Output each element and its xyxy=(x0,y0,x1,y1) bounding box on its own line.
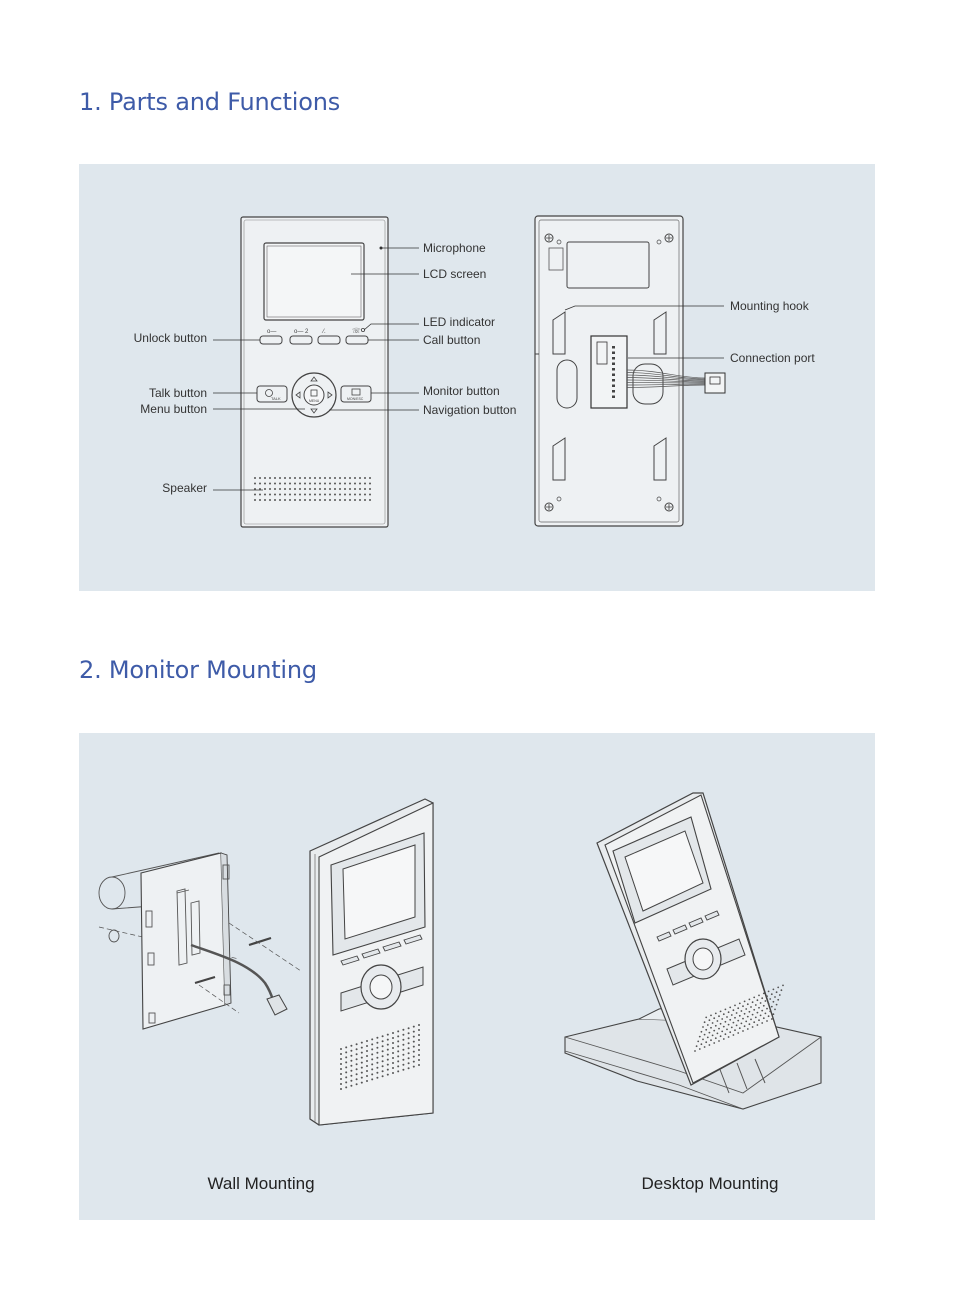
talk-button[interactable]: TALK xyxy=(256,385,288,403)
screw-icon xyxy=(664,502,674,512)
label-call-button: Call button xyxy=(423,333,480,347)
nav-down-icon xyxy=(310,408,318,414)
screw-icon xyxy=(544,233,554,243)
svg-text:☏: ☏ xyxy=(352,327,361,335)
speaker-grille xyxy=(694,984,784,1052)
connection-cable xyxy=(626,369,706,388)
microphone-hole xyxy=(379,246,383,250)
label-monitor-button: Monitor button xyxy=(423,384,500,398)
speaker-grille xyxy=(254,477,371,501)
label-unlock-button: Unlock button xyxy=(134,331,207,345)
connection-port xyxy=(590,335,628,409)
svg-text:MENU: MENU xyxy=(309,399,320,403)
label-microphone: Microphone xyxy=(423,241,486,255)
svg-text:MON/ESC: MON/ESC xyxy=(347,397,364,401)
monitor-buttons xyxy=(656,910,720,942)
section-title-parts-and-functions: 1. Parts and Functions xyxy=(79,88,341,116)
monitor-front-view: o— o— 2 ⁄. ☏ TALK xyxy=(240,216,389,528)
caption-wall-mounting: Wall Mounting xyxy=(207,1174,314,1193)
rj45-plug xyxy=(704,372,726,394)
parts-and-functions-diagram: o— o— 2 ⁄. ☏ TALK xyxy=(79,164,875,591)
label-lcd-screen: LCD screen xyxy=(423,267,486,281)
menu-button[interactable]: MENU xyxy=(303,384,325,406)
label-menu-button: Menu button xyxy=(140,402,207,416)
svg-text:o— 2: o— 2 xyxy=(294,329,309,335)
wall-mounting-illustration xyxy=(98,798,434,1126)
callout-lines xyxy=(213,247,724,491)
desktop-mounting-illustration xyxy=(564,792,822,1110)
label-talk-button: Talk button xyxy=(149,386,207,400)
svg-text:⁄.: ⁄. xyxy=(321,329,326,335)
monitor-back-view xyxy=(534,215,726,527)
nav-left-icon xyxy=(295,391,301,399)
screw-icon xyxy=(544,502,554,512)
mounting-plate xyxy=(140,852,232,1030)
monitor-mounting-illustration: Wall Mounting Desktop Mounting xyxy=(79,733,875,1220)
screw-icon xyxy=(194,936,272,985)
monitor-button[interactable]: MON/ESC xyxy=(340,385,372,403)
nav-right-icon xyxy=(327,391,333,399)
section-title-monitor-mounting: 2. Monitor Mounting xyxy=(79,656,317,684)
label-mounting-hook: Mounting hook xyxy=(730,299,810,313)
mounting-hook xyxy=(552,437,566,481)
lcd-screen xyxy=(263,242,365,321)
monitor-buttons xyxy=(340,934,423,966)
navigation-button[interactable]: MENU xyxy=(291,372,337,418)
mounting-hook xyxy=(653,437,667,481)
wall-anchor xyxy=(98,876,126,910)
mounting-illustration-svg: Wall Mounting Desktop Mounting xyxy=(98,792,822,1193)
mounting-hook xyxy=(653,311,667,355)
unlock-button-2[interactable]: o— 2 xyxy=(289,329,313,345)
screw-icon xyxy=(664,233,674,243)
label-navigation-button: Navigation button xyxy=(423,403,516,417)
svg-text:o—: o— xyxy=(267,329,276,335)
monitor-desktop-mounted xyxy=(596,792,784,1086)
caption-desktop-mounting: Desktop Mounting xyxy=(641,1174,778,1193)
monitor-wall-mounted xyxy=(309,798,434,1126)
label-connection-port: Connection port xyxy=(730,351,815,365)
nav-up-icon xyxy=(310,376,318,382)
label-led-indicator: LED indicator xyxy=(423,315,495,329)
parts-diagram-svg: o— o— 2 ⁄. ☏ TALK xyxy=(134,215,815,528)
rj45-plug xyxy=(266,994,288,1016)
unlock-button-3[interactable]: ⁄. xyxy=(317,329,341,345)
svg-text:TALK: TALK xyxy=(271,396,281,401)
label-speaker: Speaker xyxy=(162,481,207,495)
speaker-grille xyxy=(340,1024,420,1090)
mounting-hook xyxy=(552,311,566,355)
